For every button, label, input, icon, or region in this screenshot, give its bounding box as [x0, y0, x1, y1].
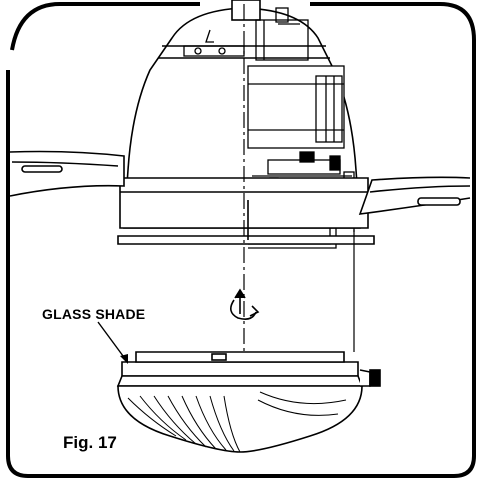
figure-frame: [6, 1, 476, 478]
leader-arrowhead-icon: [120, 354, 128, 364]
glass-shade-callout-label: GLASS SHADE: [42, 306, 146, 322]
glass-shade-leader-line: [97, 321, 127, 361]
rotate-counterclockwise-arrow-icon: [230, 288, 260, 320]
glass-shade: [116, 351, 381, 453]
glass-shade-ribs: [127, 391, 347, 453]
figure-number-label: Fig. 17: [63, 433, 117, 452]
fan-blade-arms: [9, 150, 471, 215]
